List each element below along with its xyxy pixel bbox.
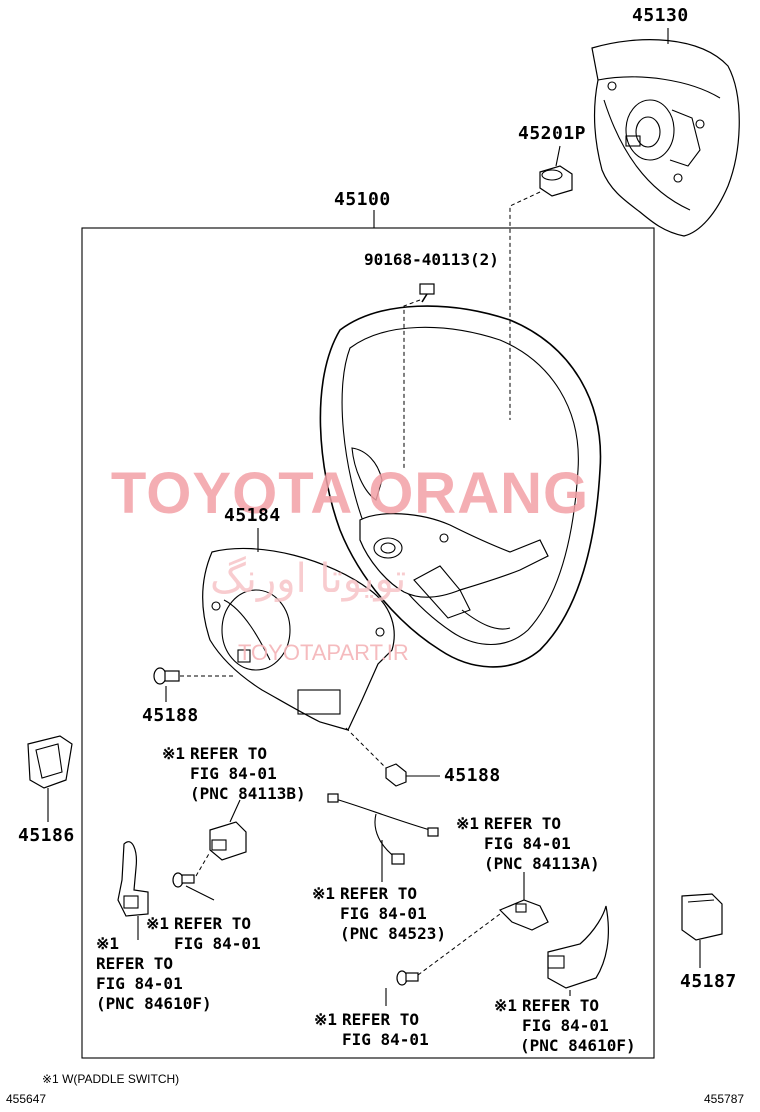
note-84113a-line1: REFER TO [484, 814, 562, 833]
note-paddle-right-mark: ※1 [494, 996, 518, 1015]
dash-90168 [403, 299, 421, 470]
part-label-45188-left: 45188 [142, 705, 199, 726]
part-45187 [681, 893, 723, 941]
part-label-45184: 45184 [224, 505, 281, 526]
part-label-45130: 45130 [632, 5, 689, 26]
screw-45188-right [385, 763, 407, 787]
note-paddle-left-mark: ※1 [96, 934, 120, 953]
note-screw-right-line1: REFER TO [342, 1010, 420, 1029]
note-paddle-right-line1: REFER TO [522, 996, 600, 1015]
switch-84113b [209, 821, 247, 861]
part-label-45186: 45186 [18, 825, 75, 846]
note-paddle-right-line3: (PNC 84610F) [520, 1036, 636, 1055]
footer-code-left: 455647 [6, 1092, 47, 1106]
part-label-45201p: 45201P [518, 123, 587, 144]
note-84113b-line1: REFER TO [190, 744, 268, 763]
note-switch-left-line1: REFER TO [174, 914, 252, 933]
part-label-45187: 45187 [680, 971, 737, 992]
note-paddle-left-line1: REFER TO [96, 954, 174, 973]
part-label-90168: 90168-40113(2) [364, 250, 499, 269]
assembly-frame [81, 227, 655, 1059]
screw-45188-left [153, 667, 180, 685]
note-84523-line3: (PNC 84523) [340, 924, 446, 943]
paddle-right [547, 905, 609, 989]
note-screw-right-line2: FIG 84-01 [342, 1030, 429, 1049]
paddle-left [117, 841, 149, 917]
note-paddle-left-line2: FIG 84-01 [96, 974, 183, 993]
footer-code-right: 455787 [704, 1092, 745, 1106]
note-84113a-line2: FIG 84-01 [484, 834, 571, 853]
note-screw-right-mark: ※1 [314, 1010, 338, 1029]
note-paddle-right-line2: FIG 84-01 [522, 1016, 609, 1035]
note-switch-left-line2: FIG 84-01 [174, 934, 261, 953]
note-84523-mark: ※1 [312, 884, 336, 903]
part-label-45188-right: 45188 [444, 765, 501, 786]
dash-45201p [509, 191, 541, 420]
note-paddle-left-line3: (PNC 84610F) [96, 994, 212, 1013]
note-84523-line1: REFER TO [340, 884, 418, 903]
screw-small-left [172, 872, 195, 888]
part-label-45100: 45100 [334, 189, 391, 210]
leader-45201p [555, 145, 561, 167]
note-84113b-mark: ※1 [162, 744, 186, 763]
steering-wheel [319, 305, 602, 668]
wire-harness-84523 [327, 793, 439, 865]
screw-small-right [396, 970, 419, 986]
note-switch-left-mark: ※1 [146, 914, 170, 933]
nut-45201p [539, 165, 573, 197]
bracket-84113a [498, 899, 549, 931]
airbag-pad-45130 [591, 39, 740, 237]
footer-legend: ※1 W(PADDLE SWITCH) [42, 1072, 180, 1086]
bolt-90168 [419, 283, 435, 303]
note-84113a-line3: (PNC 84113A) [484, 854, 600, 873]
note-84113a-mark: ※1 [456, 814, 480, 833]
note-84523-line2: FIG 84-01 [340, 904, 427, 923]
part-45186 [27, 735, 73, 789]
note-84113b-line3: (PNC 84113B) [190, 784, 306, 803]
note-84113b-line2: FIG 84-01 [190, 764, 277, 783]
lower-cover-45184 [202, 547, 395, 731]
